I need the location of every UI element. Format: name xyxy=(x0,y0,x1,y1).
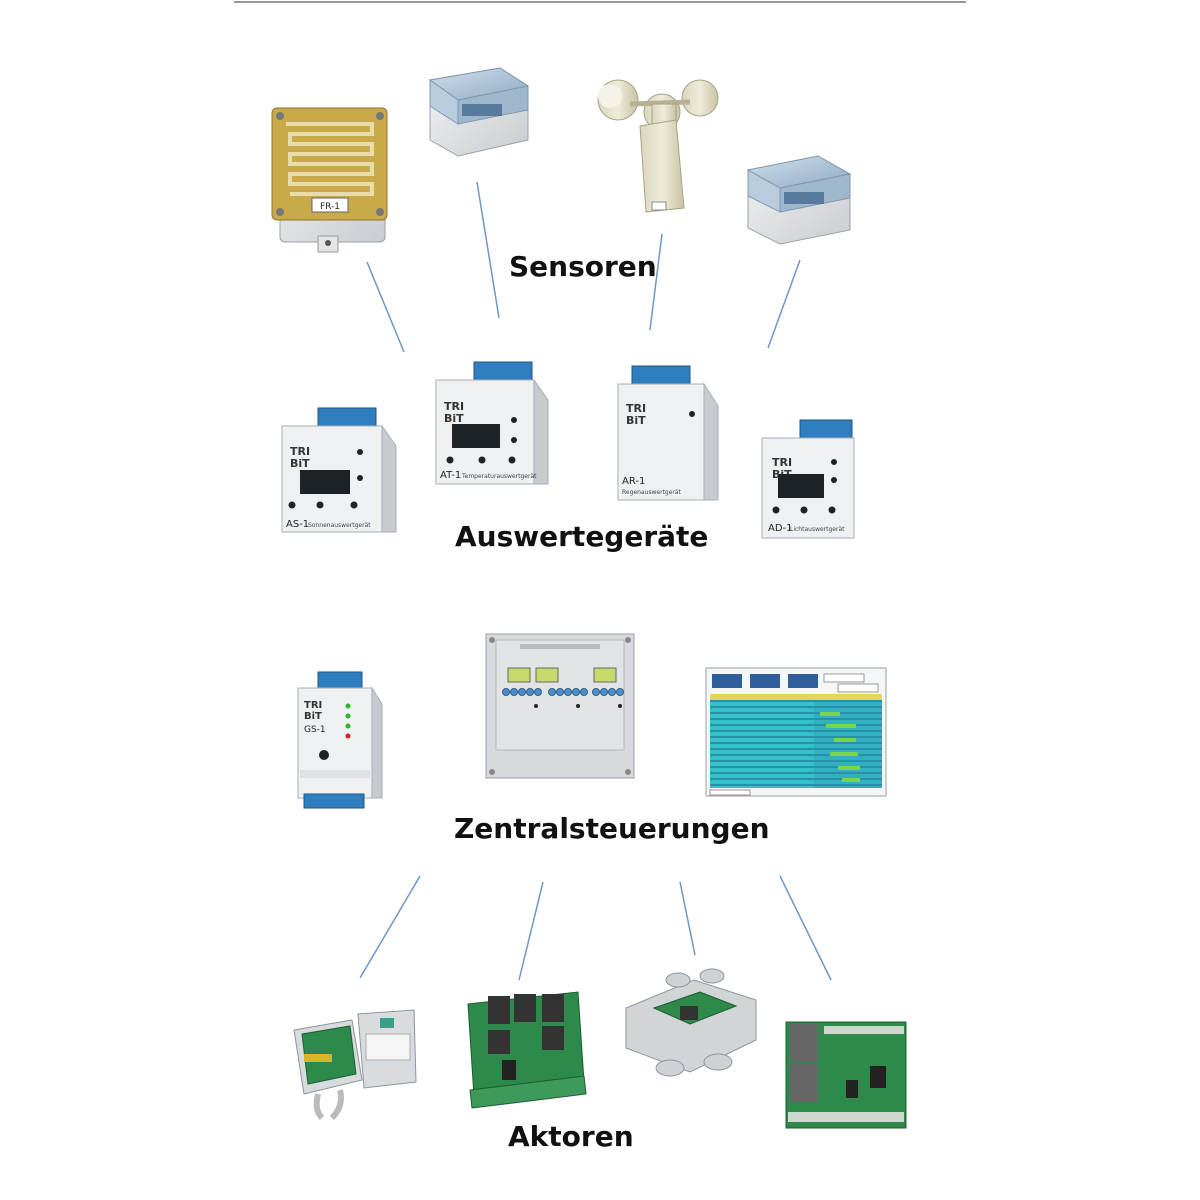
gs1-label: GS-1 xyxy=(304,725,326,735)
software-screen-icon xyxy=(705,667,887,797)
category-label-sensors: Sensoren xyxy=(509,250,657,283)
connector-line xyxy=(779,875,832,981)
evaluator-unit-as1-icon: TRI BiT AS-1 Sonnenauswertgerät xyxy=(281,407,397,533)
ad1-label: AD-1 xyxy=(768,523,793,534)
evaluator-unit-at1-icon: TRI BiT AT-1 Temperaturauswertgerät xyxy=(435,361,549,485)
connector-line xyxy=(679,881,696,956)
fr1-label: FR-1 xyxy=(320,202,340,212)
brand-tri: TRI xyxy=(290,445,310,458)
brand-bit: BiT xyxy=(626,414,646,427)
relay-board-icon xyxy=(467,991,587,1109)
category-label-central: Zentralsteuerungen xyxy=(454,812,770,845)
lcd-display xyxy=(452,424,500,448)
evaluator-unit-ad1-icon: TRI BiT AD-1 Lichtauswertgerät xyxy=(761,419,855,539)
brand-bit: BiT xyxy=(304,711,322,722)
as1-desc: Sonnenauswertgerät xyxy=(308,522,371,529)
brand-bit: BiT xyxy=(444,412,464,425)
as1-label: AS-1 xyxy=(286,519,309,530)
ar1-label: AR-1 xyxy=(622,476,645,487)
category-label-evaluators: Auswertegeräte xyxy=(455,520,709,553)
ad1-desc: Lichtauswertgerät xyxy=(790,526,845,533)
ar1-desc: Regenauswertgerät xyxy=(622,489,682,496)
relay-board-icon xyxy=(785,1021,907,1129)
sensor-box-icon xyxy=(428,67,530,157)
anemometer-icon xyxy=(597,79,719,213)
rain-sensor-icon: FR-1 xyxy=(271,107,388,253)
brand-tri: TRI xyxy=(444,400,464,413)
brand-bit: BiT xyxy=(290,457,310,470)
evaluator-unit-ar1-icon: TRI BiT AR-1 Regenauswertgerät xyxy=(617,365,719,501)
connector-lines xyxy=(359,181,832,981)
connector-line xyxy=(359,875,421,979)
category-label-actuators: Aktoren xyxy=(508,1120,634,1153)
connector-line xyxy=(518,881,544,981)
lcd-display xyxy=(300,470,350,494)
sensor-box-icon xyxy=(746,155,852,245)
connector-line xyxy=(767,259,801,349)
brand-tri: TRI xyxy=(772,456,792,469)
connector-line xyxy=(649,233,663,331)
at1-desc: Temperaturauswertgerät xyxy=(461,473,537,480)
connector-line xyxy=(476,181,500,319)
central-unit-gs1-icon: TRI BiT GS-1 xyxy=(297,671,383,809)
connector-line xyxy=(366,261,405,353)
lcd-display xyxy=(778,474,824,498)
junction-box-icon xyxy=(625,968,757,1077)
at1-label: AT-1 xyxy=(440,470,461,481)
brand-tri: TRI xyxy=(304,700,322,711)
control-panel-icon xyxy=(485,633,635,779)
brand-tri: TRI xyxy=(626,402,646,415)
junction-box-open-icon xyxy=(293,1009,417,1121)
